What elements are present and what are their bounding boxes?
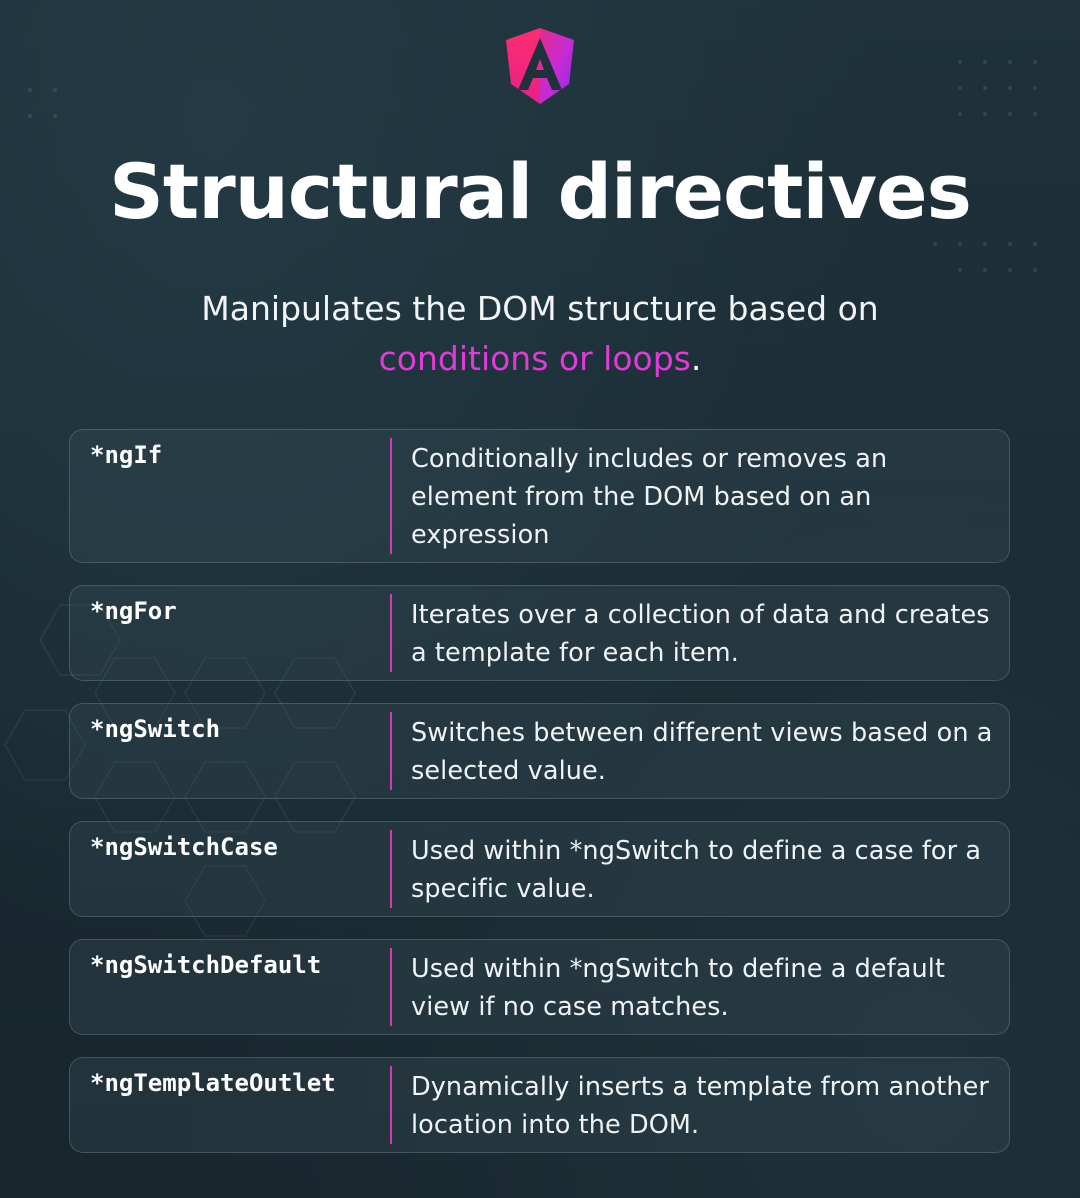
subtitle-period: .	[690, 339, 702, 378]
directive-description: Iterates over a collection of data and c…	[411, 600, 990, 668]
directive-list: *ngIf Conditionally includes or removes …	[69, 429, 1010, 1175]
angular-logo-icon	[506, 28, 574, 104]
directive-name: *ngFor	[90, 597, 177, 625]
divider	[390, 1066, 392, 1144]
directive-name: *ngSwitchDefault	[90, 951, 322, 979]
directive-description: Used within *ngSwitch to define a case f…	[411, 836, 982, 904]
subtitle-highlight: conditions or loops	[378, 339, 691, 378]
divider	[390, 712, 392, 790]
directive-card-ngswitchdefault: *ngSwitchDefault Used within *ngSwitch t…	[69, 939, 1010, 1035]
divider	[390, 830, 392, 908]
divider	[390, 594, 392, 672]
directive-description: Conditionally includes or removes an ele…	[411, 444, 888, 550]
directive-name: *ngTemplateOutlet	[90, 1069, 336, 1097]
directive-name: *ngSwitchCase	[90, 833, 278, 861]
page-title: Structural directives	[109, 147, 972, 236]
directive-card-ngswitch: *ngSwitch Switches between different vie…	[69, 703, 1010, 799]
directive-card-ngtemplateoutlet: *ngTemplateOutlet Dynamically inserts a …	[69, 1057, 1010, 1153]
divider	[390, 438, 392, 554]
subtitle-text: Manipulates the DOM structure based on	[201, 289, 879, 328]
divider	[390, 948, 392, 1026]
page-subtitle: Manipulates the DOM structure based on c…	[0, 284, 1080, 384]
directive-card-ngswitchcase: *ngSwitchCase Used within *ngSwitch to d…	[69, 821, 1010, 917]
directive-card-ngfor: *ngFor Iterates over a collection of dat…	[69, 585, 1010, 681]
directive-description: Switches between different views based o…	[411, 718, 993, 786]
directive-description: Dynamically inserts a template from anot…	[411, 1072, 989, 1140]
directive-description: Used within *ngSwitch to define a defaul…	[411, 954, 946, 1022]
directive-card-ngif: *ngIf Conditionally includes or removes …	[69, 429, 1010, 563]
directive-name: *ngSwitch	[90, 715, 221, 743]
directive-name: *ngIf	[90, 441, 163, 469]
